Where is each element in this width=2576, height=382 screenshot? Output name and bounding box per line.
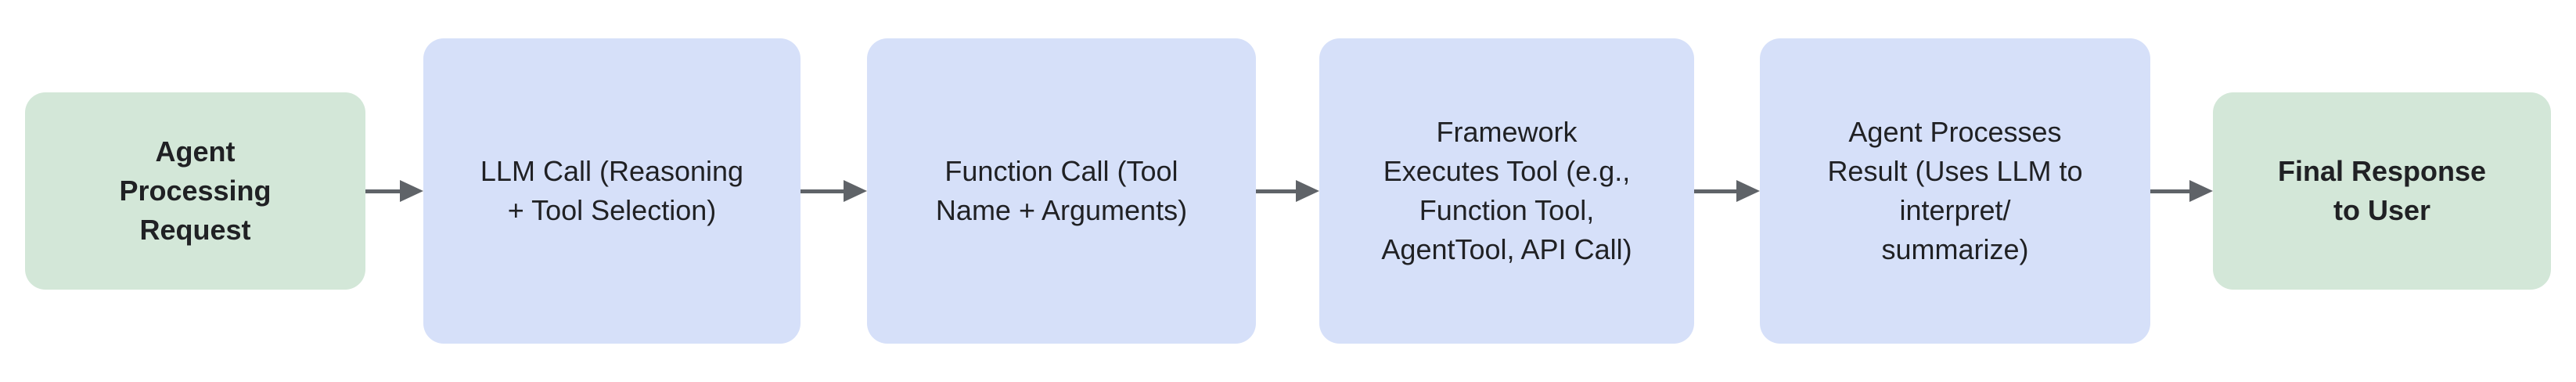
flow-node-label: Final Response to User: [2277, 155, 2487, 226]
arrow-line: [801, 189, 844, 193]
arrow-line: [2150, 189, 2189, 193]
flow-node-label: Function Call (Tool Name + Arguments): [935, 155, 1188, 226]
flow-arrow-4: [1694, 180, 1760, 202]
arrowhead-right-icon: [1736, 180, 1760, 202]
flow-node-agent-processes-result: Agent Processes Result (Uses LLM to inte…: [1760, 38, 2150, 344]
arrowhead-right-icon: [400, 180, 423, 202]
flow-node-agent-processing-request: Agent Processing Request: [25, 92, 365, 290]
flow-node-final-response-to-user: Final Response to User: [2213, 92, 2551, 290]
flow-arrow-2: [801, 180, 867, 202]
arrowhead-right-icon: [2189, 180, 2213, 202]
arrow-line: [365, 189, 400, 193]
arrow-line: [1694, 189, 1736, 193]
flow-node-label: Framework Executes Tool (e.g., Function …: [1381, 116, 1632, 265]
flow-node-function-call: Function Call (Tool Name + Arguments): [867, 38, 1256, 344]
flow-node-label: Agent Processing Request: [119, 135, 272, 246]
flow-arrow-3: [1256, 180, 1319, 202]
arrowhead-right-icon: [844, 180, 867, 202]
flow-arrow-1: [365, 180, 423, 202]
flow-arrow-5: [2150, 180, 2213, 202]
flow-node-framework-executes-tool: Framework Executes Tool (e.g., Function …: [1319, 38, 1694, 344]
flow-node-llm-call: LLM Call (Reasoning + Tool Selection): [423, 38, 801, 344]
arrow-line: [1256, 189, 1296, 193]
arrowhead-right-icon: [1296, 180, 1319, 202]
flow-node-label: Agent Processes Result (Uses LLM to inte…: [1827, 116, 2083, 265]
flow-node-label: LLM Call (Reasoning + Tool Selection): [480, 155, 744, 226]
